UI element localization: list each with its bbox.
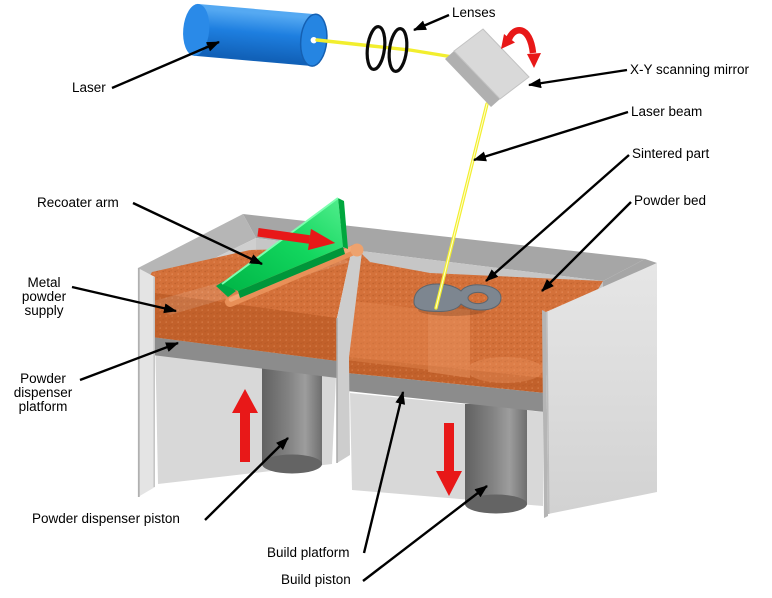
label-powder-dispenser-piston: Powder dispenser piston	[32, 511, 180, 526]
label-line: powder	[21, 289, 67, 304]
label-build-platform: Build platform	[267, 545, 350, 560]
powder-dispenser-piston-cylinder	[262, 365, 322, 474]
divider-wall	[337, 248, 362, 463]
label-recoater-arm: Recoater arm	[37, 195, 119, 210]
xy-mirror-arrow	[528, 68, 628, 89]
label-xy-scanning-mirror: X-Y scanning mirror	[630, 62, 750, 77]
powder-bed-arrow	[541, 201, 632, 292]
recoater-arm-arrow	[132, 201, 263, 266]
mirror-rotation-arrow-icon	[501, 27, 541, 68]
lens-icon	[387, 27, 409, 73]
label-line: dispenser	[13, 385, 73, 400]
label-line: supply	[24, 303, 64, 318]
recoater-blade	[216, 197, 348, 298]
label-powder-dispenser-platform: Powder dispenser platform	[4, 372, 82, 414]
lenses-arrow	[413, 13, 450, 32]
build-platform-edge	[347, 373, 545, 412]
up-arrow-icon	[232, 389, 258, 462]
label-arrows	[71, 13, 632, 582]
label-line: Powder	[20, 371, 66, 386]
metal-powder-supply-arrow	[71, 285, 177, 314]
sintered-part-arrow	[485, 154, 630, 282]
recoater-direction-arrow-icon	[257, 228, 336, 251]
label-laser: Laser	[72, 80, 106, 95]
label-metal-powder-supply: Metal powder supply	[8, 276, 80, 318]
label-sintered-part: Sintered part	[632, 146, 710, 161]
label-powder-bed: Powder bed	[634, 193, 707, 208]
lens-icon	[365, 25, 387, 71]
lens-icons	[365, 25, 409, 73]
label-line: Metal	[27, 275, 61, 290]
dispenser-piston-arrow	[204, 437, 289, 521]
label-line: platform	[18, 399, 68, 414]
label-build-piston: Build piston	[281, 572, 351, 587]
label-laser-beam: Laser beam	[631, 104, 703, 119]
sintered-part-shape	[413, 283, 502, 313]
dispenser-platform-arrow	[79, 341, 179, 382]
laser-beam-arrow	[473, 110, 629, 162]
laser-cylinder	[183, 3, 328, 67]
label-lenses: Lenses	[452, 5, 496, 20]
build-platform-arrow	[362, 391, 406, 554]
powder-dispenser-platform-edge	[144, 336, 337, 378]
laser-arrow	[111, 40, 220, 90]
xy-mirror-shape	[445, 28, 530, 107]
machine-body	[137, 214, 657, 518]
left-wall	[137, 268, 155, 497]
right-wall	[542, 263, 657, 518]
down-arrow-icon	[436, 423, 462, 496]
build-piston-arrow	[362, 485, 488, 582]
